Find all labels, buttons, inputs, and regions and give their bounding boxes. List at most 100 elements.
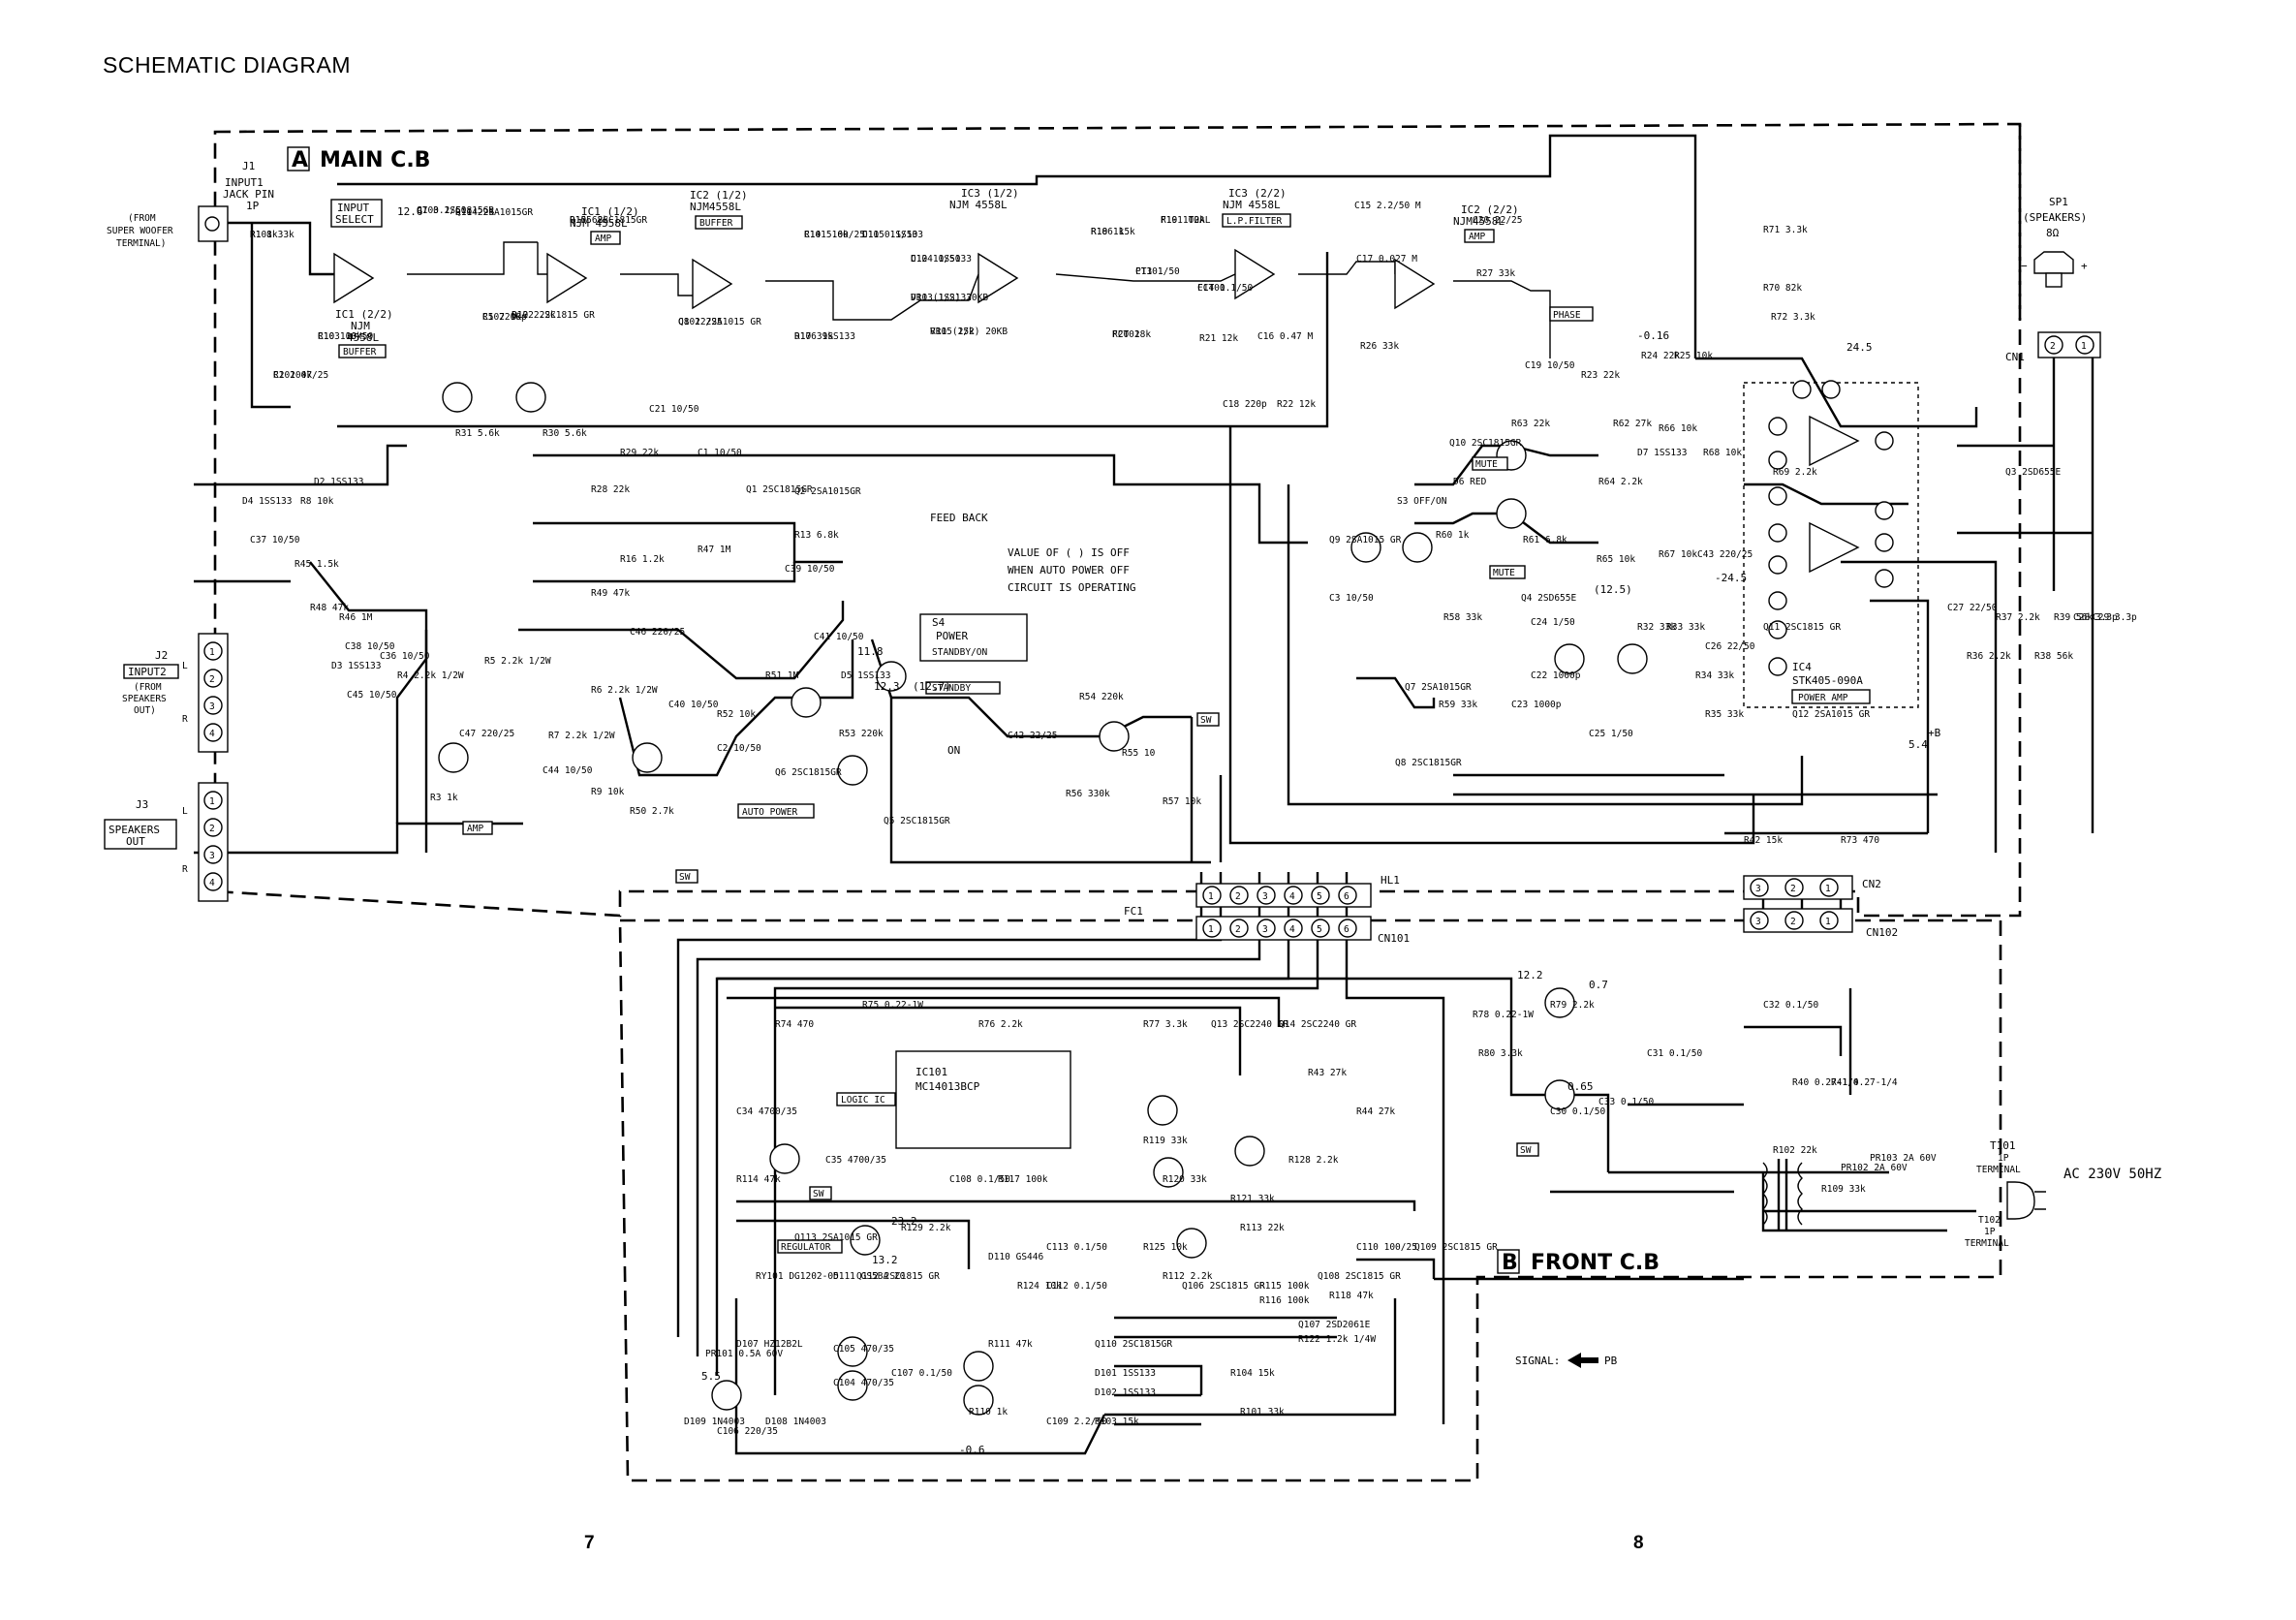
part-label: R77 3.3k: [1143, 1019, 1188, 1030]
ac-input[interactable]: T101 1P TERMINAL T102 1P TERMINAL AC 230…: [1965, 1139, 2161, 1249]
svg-text:INPUT: INPUT: [337, 202, 369, 214]
connector-cn101[interactable]: CN101 FC1: [1124, 905, 1410, 945]
svg-text:INPUT2: INPUT2: [128, 666, 167, 678]
ic3-22-opamp: [1234, 248, 1276, 300]
part-label: Q3 2SD655E: [2005, 467, 2061, 478]
part-label: R23 22k: [1581, 370, 1620, 381]
part-label: C18 220p: [1223, 399, 1267, 410]
opamp-symbols: [333, 248, 1860, 574]
part-label: R117 100k: [998, 1174, 1048, 1185]
part-label: R104 15k: [1230, 1368, 1275, 1379]
part-label: C5 2200p: [482, 312, 527, 323]
svg-text:1: 1: [2081, 341, 2087, 352]
svg-text:(FROM: (FROM: [128, 213, 156, 224]
part-label: R4 2.2k 1/2W: [397, 670, 464, 681]
part-label: C105 470/35: [833, 1344, 894, 1355]
ic101-package: IC101 MC14013BCP: [895, 1050, 1071, 1149]
svg-text:AMP: AMP: [467, 824, 483, 834]
part-label: C106 220/35: [717, 1426, 778, 1437]
part-label: C25 1/50: [1589, 729, 1633, 739]
svg-text:REGULATOR: REGULATOR: [781, 1242, 831, 1253]
part-label: R56 330k: [1066, 789, 1110, 799]
connector-j3[interactable]: 1 2 3 4 J3 SPEAKERS OUT L R: [104, 782, 229, 902]
part-label: C40 10/50: [668, 700, 719, 710]
part-label: Q10 2SC1815GR: [1449, 438, 1522, 449]
svg-text:INPUT1: INPUT1: [225, 176, 264, 189]
svg-text:NJM 4558L: NJM 4558L: [570, 217, 628, 230]
svg-text:NJM4558L: NJM4558L: [690, 201, 741, 213]
svg-text:1P: 1P: [1998, 1153, 2009, 1164]
part-label: R62 27k: [1613, 419, 1652, 429]
part-label: R54 220k: [1079, 692, 1124, 702]
part-label: C2 10/50: [717, 743, 761, 754]
part-label: R78 0.22-1W: [1473, 1010, 1534, 1020]
part-label: C110 100/25: [1356, 1242, 1417, 1253]
svg-text:8Ω: 8Ω: [2046, 227, 2060, 239]
part-label: R125 10k: [1143, 1242, 1188, 1253]
connector-pin-number: 2: [1790, 917, 1796, 927]
part-label: C11 0.1/50: [862, 230, 917, 240]
part-label: R34 33k: [1695, 670, 1734, 681]
svg-text:IC3 (2/2): IC3 (2/2): [1228, 187, 1287, 200]
part-label: R79 2.2k: [1550, 1000, 1595, 1011]
part-label: PR101 0.5A 60V: [705, 1349, 783, 1359]
part-label: C14 0.1/50: [1197, 283, 1253, 294]
svg-text:SUPER WOOFER: SUPER WOOFER: [107, 226, 173, 236]
part-label: D107 HZ12B2L: [736, 1339, 803, 1350]
svg-text:SW: SW: [1520, 1145, 1532, 1156]
svg-text:T101: T101: [1990, 1139, 2016, 1152]
connector-pin-number: 3: [1262, 924, 1268, 935]
svg-text:+: +: [2081, 260, 2088, 272]
part-label: R107 1k: [482, 312, 521, 323]
connector-pin: [1750, 911, 1769, 930]
part-label: R21 12k: [1199, 333, 1238, 344]
svg-text:(SPEAKERS): (SPEAKERS): [2023, 211, 2087, 224]
part-label: Q11 2SC1815 GR: [1763, 622, 1841, 633]
voltage-label: 12.2: [1517, 969, 1543, 981]
connector-j1[interactable]: J1 INPUT1 JACK PIN 1P (FROM SUPER WOOFER…: [107, 160, 274, 249]
connector-pin: [1750, 878, 1769, 897]
connector-pin: [1819, 878, 1839, 897]
svg-text:NJM 4558L: NJM 4558L: [949, 199, 1008, 211]
ic101-line2: MC14013BCP: [915, 1080, 980, 1093]
connector-pin: [1338, 886, 1357, 905]
svg-text:CN2: CN2: [1862, 878, 1881, 890]
svg-text:J1: J1: [242, 160, 255, 172]
svg-text:4558L: 4558L: [347, 331, 379, 344]
connector-pin: [1229, 919, 1249, 938]
part-label: R109 33k: [1821, 1184, 1866, 1195]
part-label: R46 1M: [339, 612, 373, 623]
part-label: D6 RED: [1453, 477, 1487, 487]
svg-text:FC1: FC1: [1124, 905, 1143, 918]
connector-pin: [1338, 919, 1357, 938]
svg-text:IC1 (2/2): IC1 (2/2): [335, 308, 393, 321]
connector-j2[interactable]: 1 2 3 4 J2 INPUT2 (FROM SPEAKERS OUT) L …: [122, 633, 229, 753]
front-board-name: FRONT C.B: [1531, 1251, 1660, 1275]
svg-text:(FROM: (FROM: [134, 682, 162, 693]
part-label: R115 100k: [1259, 1281, 1310, 1292]
part-label: C36 10/50: [380, 651, 430, 662]
svg-text:R: R: [182, 864, 188, 875]
voltage-label: 24.5: [1846, 341, 1873, 354]
svg-text:PB: PB: [1604, 1355, 1618, 1367]
connector-cn1[interactable]: 2 1 CN1: [2005, 331, 2101, 363]
svg-text:TERMINAL: TERMINAL: [1965, 1238, 2009, 1249]
connector-pin: [1284, 919, 1303, 938]
part-label: R66 10k: [1659, 423, 1697, 434]
part-label: R45 1.5k: [295, 559, 339, 570]
part-label: C29 3.3p: [2093, 612, 2137, 623]
part-label: Q7 2SA1015GR: [1405, 682, 1472, 693]
voltage-label: +B: [1928, 727, 1941, 739]
part-label: R39 56k: [2054, 612, 2093, 623]
front-board-outline: [618, 919, 2002, 1482]
part-label: R11 22k: [455, 207, 494, 218]
voltage-label: (12.7): [913, 680, 951, 693]
part-label: R119 33k: [1143, 1136, 1188, 1146]
svg-text:IC4: IC4: [1792, 661, 1812, 673]
part-label: R106 15k: [1091, 227, 1135, 237]
connector-pin-number: 5: [1317, 924, 1322, 935]
part-label: R24 22k: [1641, 351, 1680, 361]
svg-text:CIRCUIT IS OPERATING: CIRCUIT IS OPERATING: [1008, 581, 1135, 594]
connector-sp1[interactable]: SP1 (SPEAKERS) 8Ω − +: [2021, 196, 2088, 288]
part-label: F101 T2AL: [1161, 215, 1211, 226]
